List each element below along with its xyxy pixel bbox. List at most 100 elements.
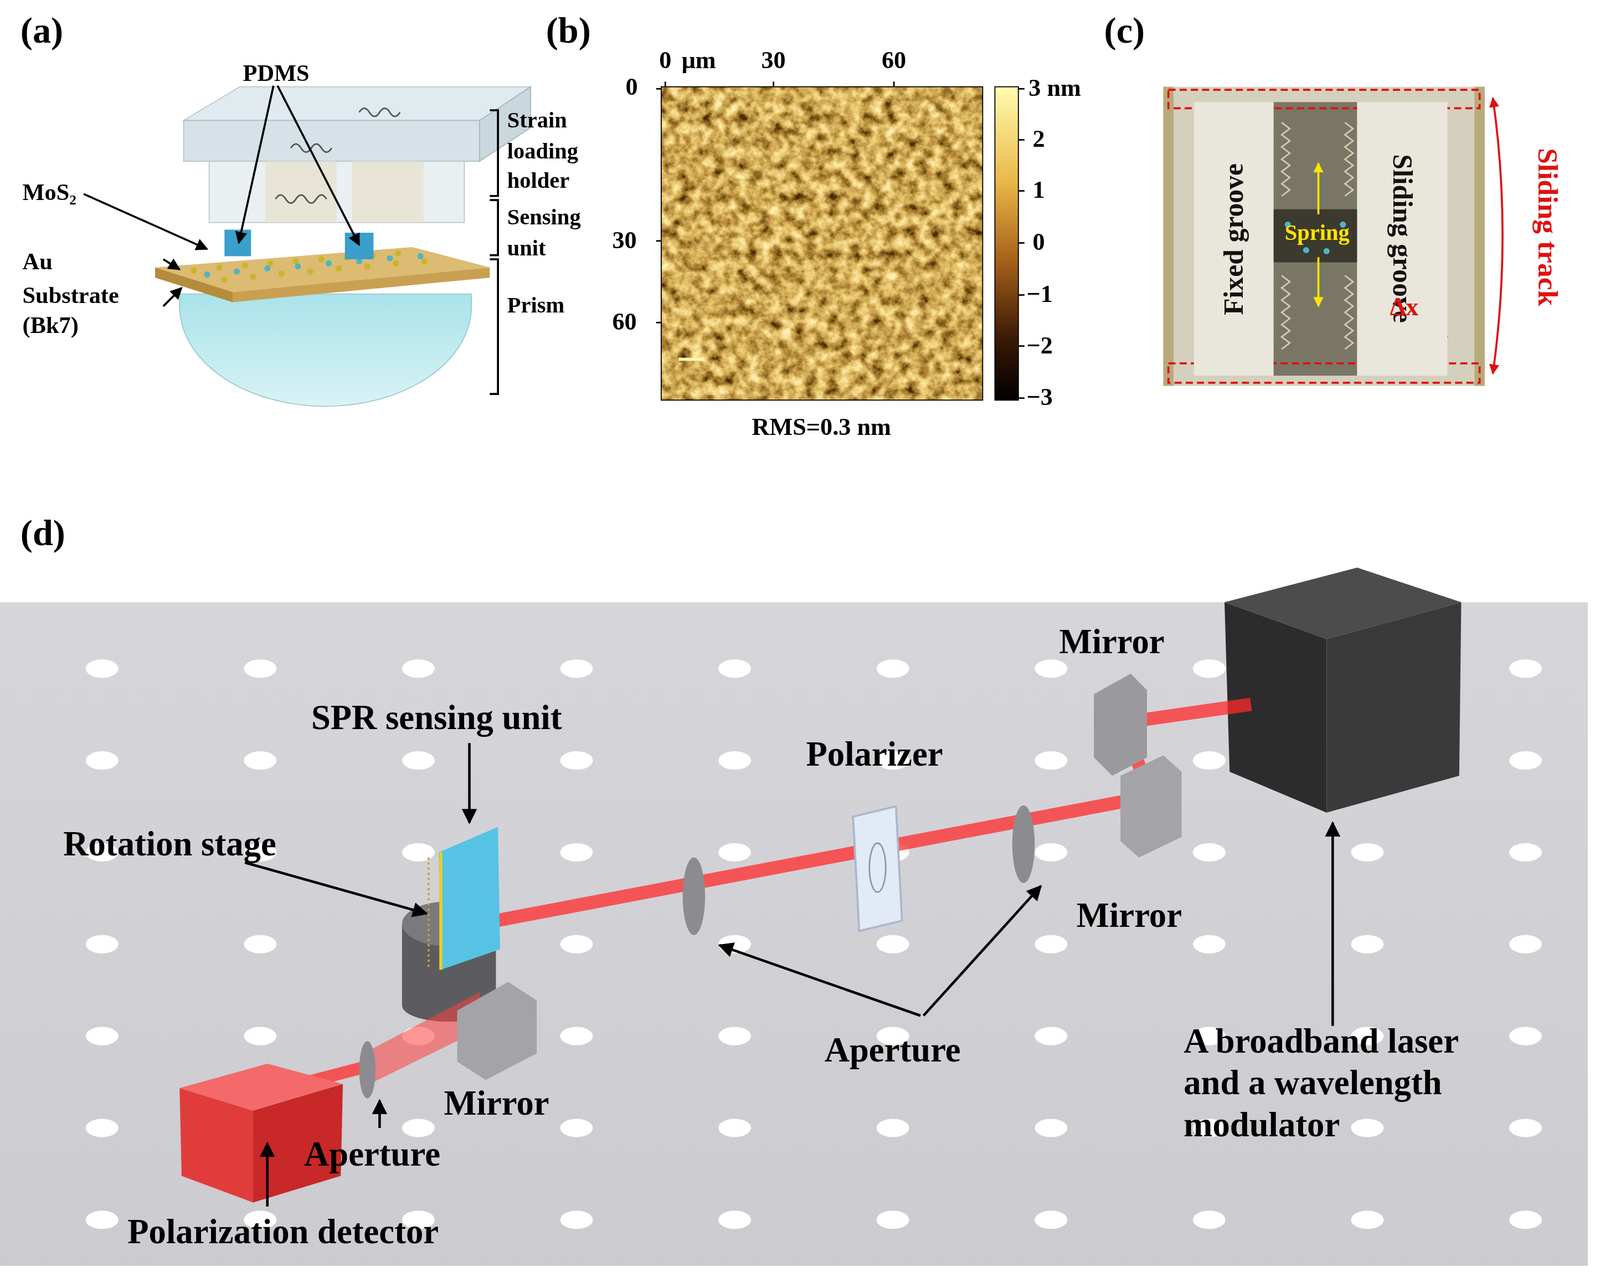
table-hole — [1034, 659, 1068, 678]
afm-image — [656, 81, 1025, 400]
table-hole — [718, 842, 751, 862]
rms-note: RMS=0.3 nm — [752, 411, 892, 442]
colorbar-tick: 3 nm — [1028, 72, 1082, 104]
part-name: Au — [22, 248, 53, 278]
table-hole — [560, 1118, 594, 1137]
part-name: Strain loading holder — [507, 105, 605, 197]
colorbar-tick: −2 — [1026, 329, 1053, 360]
table-hole — [1192, 750, 1226, 770]
table-hole — [243, 934, 277, 954]
fixed-groove: Fixed groove — [1194, 101, 1274, 376]
table-hole — [1509, 1026, 1542, 1046]
table-hole — [1192, 659, 1226, 678]
table-hole — [402, 659, 435, 678]
table-hole — [718, 659, 751, 678]
table-hole — [85, 934, 119, 954]
table-hole — [1350, 842, 1384, 862]
part-name: MoS₂ — [22, 178, 77, 208]
table-hole — [85, 750, 119, 770]
table-hole — [1509, 659, 1542, 678]
component-name: Mirror — [1059, 620, 1165, 664]
table-hole — [560, 934, 594, 954]
axis-tick: 0 — [625, 71, 638, 102]
groove-label: Fixed groove — [1217, 162, 1250, 315]
table-hole — [876, 1118, 910, 1137]
table-hole — [718, 1210, 751, 1229]
table-hole — [1509, 750, 1542, 770]
holder-topview — [1163, 86, 1503, 387]
component-name: SPR sensing unit — [311, 696, 563, 740]
table-hole — [718, 1026, 751, 1046]
axis-tick: 60 — [881, 44, 907, 76]
table-hole — [402, 1118, 435, 1137]
table-hole — [402, 750, 435, 770]
component-name: Aperture — [304, 1132, 441, 1176]
table-hole — [1350, 934, 1384, 954]
sensor-illustration — [83, 85, 531, 407]
table-hole — [85, 1210, 119, 1229]
table-hole — [1509, 1210, 1542, 1229]
table-hole — [85, 1026, 119, 1046]
table-hole — [718, 750, 751, 770]
table-hole — [1509, 1118, 1542, 1137]
table-hole — [402, 842, 435, 862]
part-name: Sliding track — [1530, 147, 1567, 306]
panel-label: (b) — [546, 8, 591, 55]
part-name: Spring — [1284, 218, 1350, 247]
component-name: Polarizer — [806, 732, 944, 776]
axis-tick: 0 — [659, 44, 672, 76]
panel-label: (d) — [20, 510, 66, 557]
table-hole — [243, 659, 277, 678]
dimension: Δx — [1389, 290, 1419, 323]
axis-tick: 30 — [612, 224, 637, 255]
part-name: PDMS — [243, 59, 310, 89]
part-name: Sensing unit — [507, 202, 605, 263]
table-hole — [243, 750, 277, 770]
table-hole — [85, 1118, 119, 1137]
optical-setup — [0, 567, 1588, 1265]
component-name: Polarization detector — [127, 1210, 439, 1254]
table-hole — [1350, 1210, 1384, 1229]
panel-label: (c) — [1104, 8, 1146, 55]
table-hole — [1509, 842, 1542, 862]
table-hole — [560, 842, 594, 862]
table-hole — [876, 934, 910, 954]
axis-unit: μm — [681, 44, 717, 76]
component-name: Aperture — [824, 1028, 961, 1072]
table-hole — [560, 659, 594, 678]
table-hole — [1034, 842, 1068, 862]
table-hole — [1034, 1118, 1068, 1137]
axis-tick: 30 — [761, 44, 786, 76]
table-hole — [1192, 1210, 1226, 1229]
table-hole — [560, 1026, 594, 1046]
table-hole — [718, 1118, 751, 1137]
part-name: Prism — [507, 290, 565, 320]
table-hole — [560, 1210, 594, 1229]
colorbar-tick: 0 — [1032, 226, 1046, 257]
component-name: Mirror — [443, 1081, 549, 1125]
table-hole — [85, 659, 119, 678]
axis-tick: 60 — [612, 306, 637, 337]
table-hole — [1034, 1210, 1068, 1229]
colorbar-tick: −3 — [1026, 381, 1053, 413]
table-hole — [1509, 934, 1542, 954]
part-name: Substrate (Bk7) — [22, 281, 146, 341]
panel-label: (a) — [20, 8, 64, 55]
table-hole — [876, 659, 910, 678]
table-hole — [1034, 750, 1068, 770]
table-hole — [243, 1026, 277, 1046]
sliding-groove: Sliding groove — [1357, 101, 1448, 376]
table-hole — [1350, 1118, 1384, 1137]
colorbar-tick: 1 — [1032, 174, 1046, 205]
component-name: Rotation stage — [63, 822, 277, 866]
colorbar-tick: 2 — [1032, 123, 1046, 154]
table-hole — [876, 1210, 910, 1229]
colorbar-tick: −1 — [1026, 278, 1053, 310]
table-hole — [1034, 1026, 1068, 1046]
table-hole — [1192, 842, 1226, 862]
table-hole — [1034, 934, 1068, 954]
component-name: A broadband laser and a wavelength modul… — [1183, 1020, 1521, 1146]
table-hole — [560, 750, 594, 770]
table-hole — [1192, 934, 1226, 954]
